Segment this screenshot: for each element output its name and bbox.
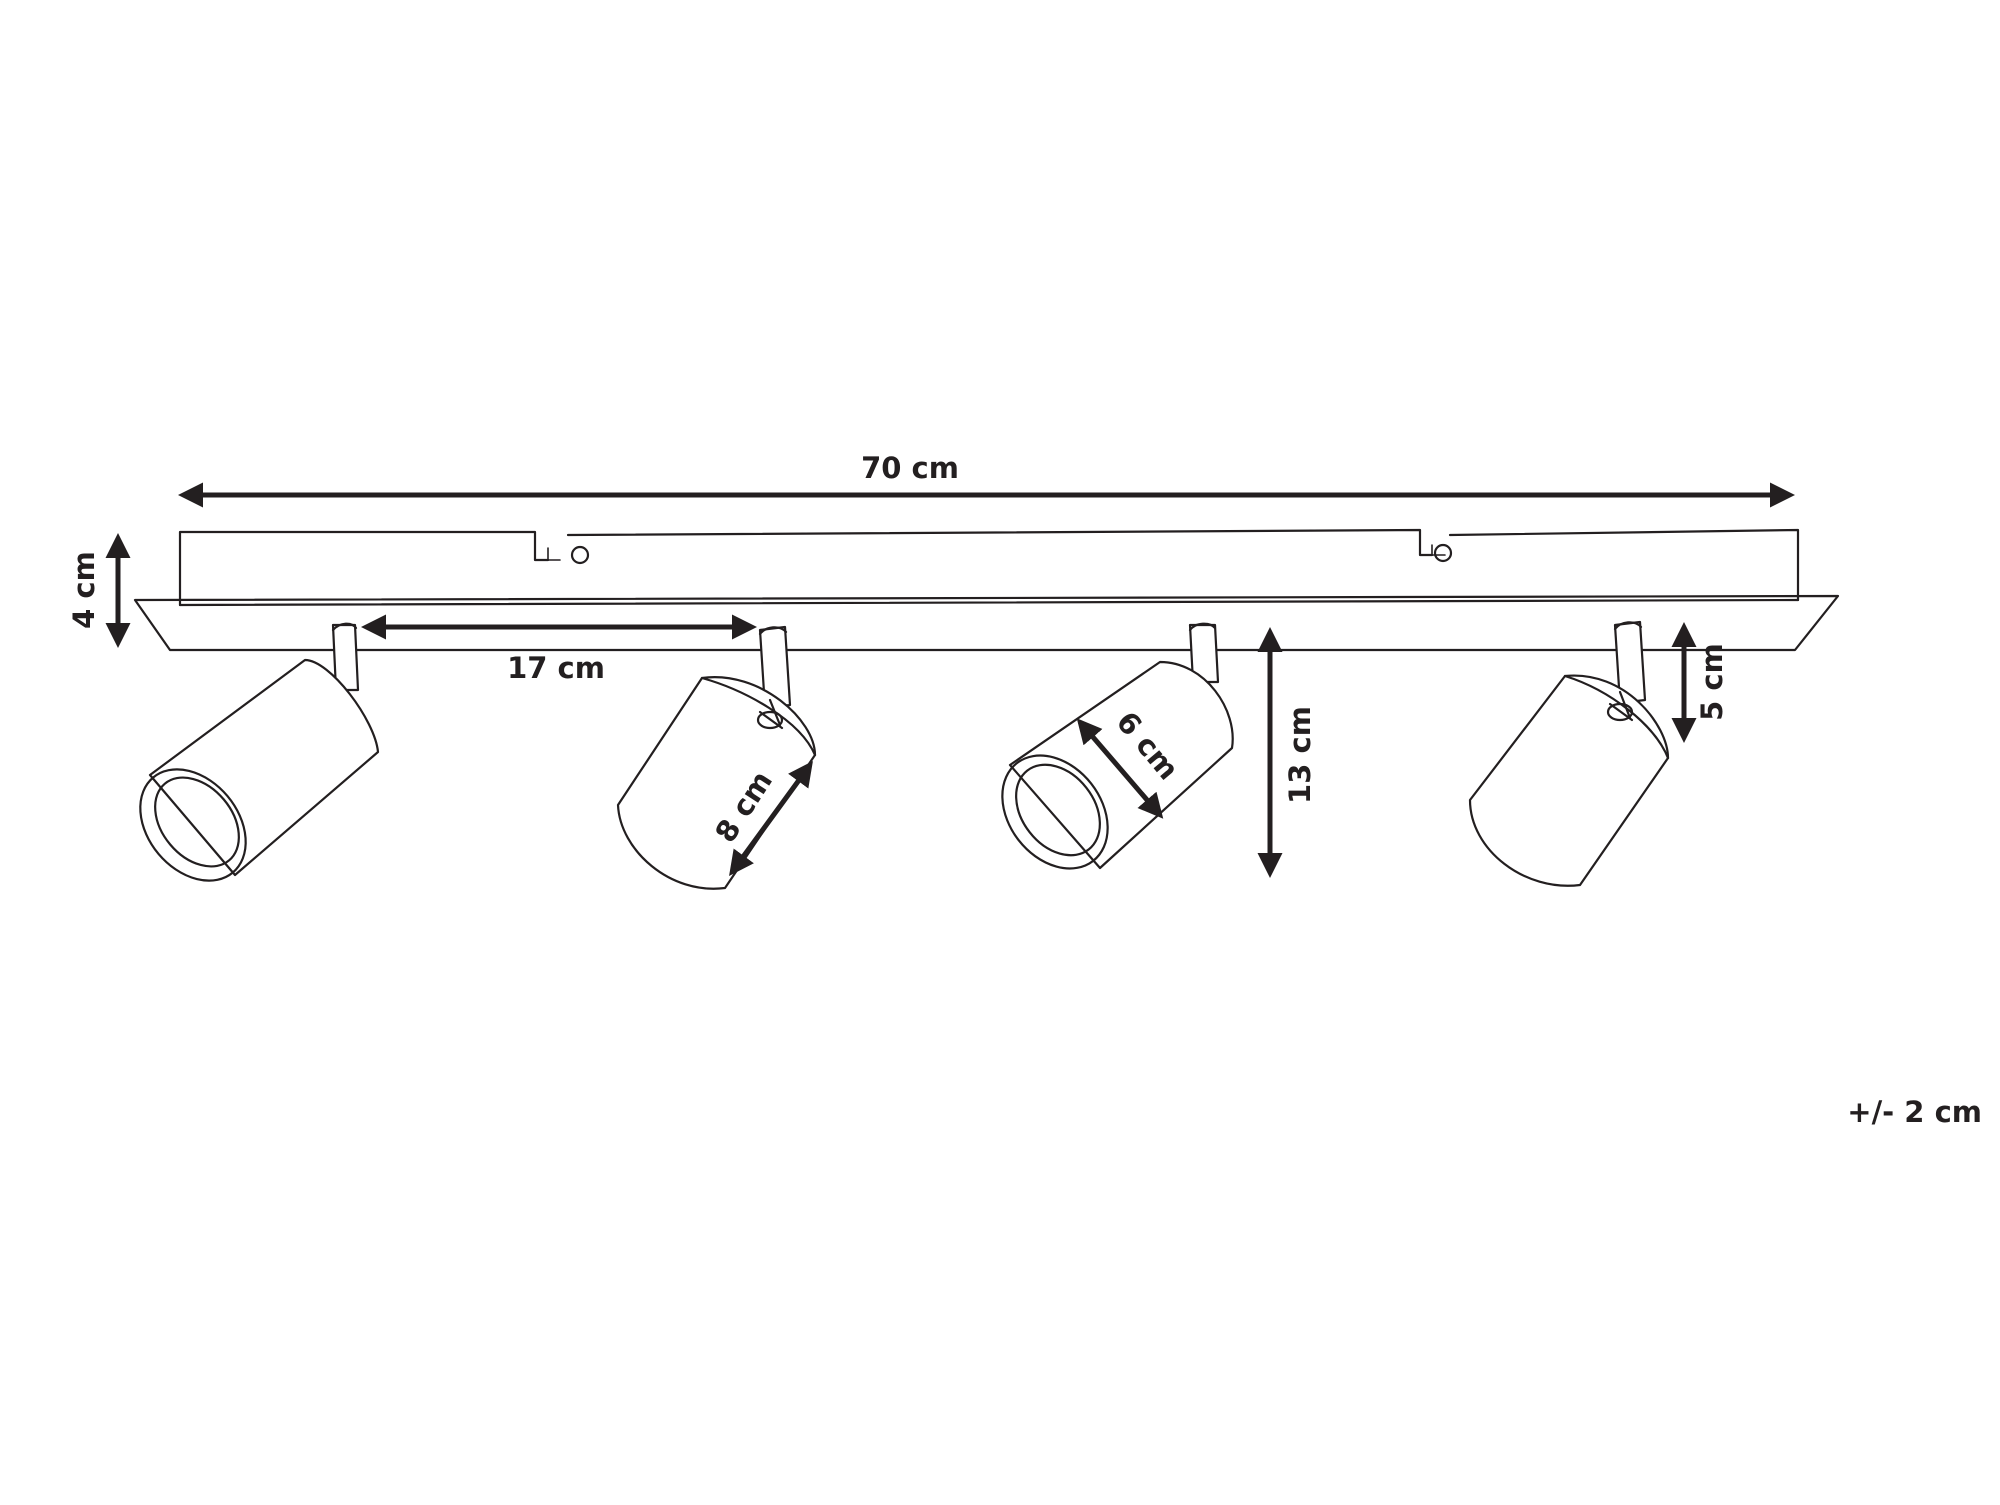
dimension-base-height: 4 cm (67, 533, 131, 648)
dimension-total-height-label: 13 cm (1283, 706, 1317, 804)
mounting-plate (133, 528, 1840, 652)
spotlight-2 (616, 625, 817, 890)
spotlight-4 (1468, 620, 1670, 887)
spotlight-1 (139, 622, 380, 882)
dimension-total-length: 70 cm (178, 451, 1795, 508)
dimension-spacing: 17 cm (361, 614, 757, 685)
dimension-arm-height: 5 cm (1671, 622, 1729, 743)
tolerance-note: +/- 2 cm (1847, 1095, 1982, 1129)
dimension-total-length-label: 70 cm (861, 451, 959, 485)
dimension-spacing-label: 17 cm (507, 651, 605, 685)
dimension-arm-height-label: 5 cm (1695, 643, 1729, 721)
dimension-total-height: 13 cm (1257, 627, 1317, 878)
dimension-base-height-label: 4 cm (67, 551, 101, 629)
